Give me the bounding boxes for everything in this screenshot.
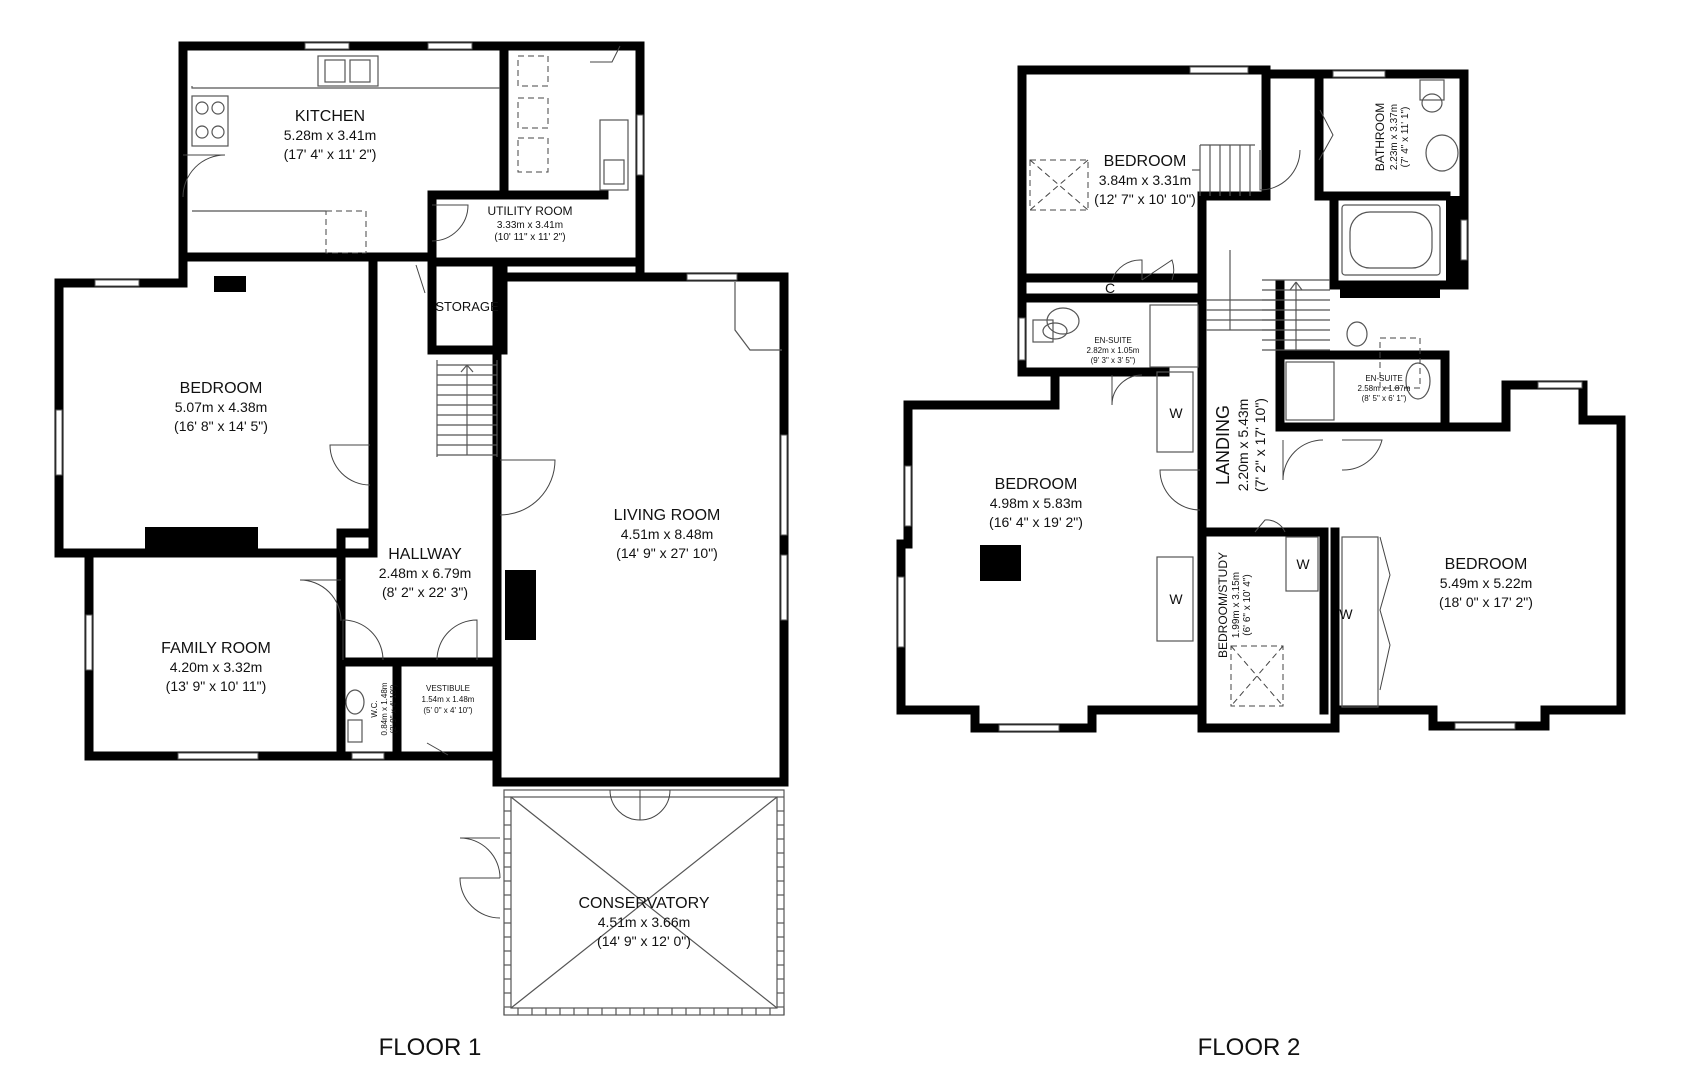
room-dimensions-imperial: (6' 6" x 10' 4")	[1242, 574, 1253, 636]
toilet-icon	[345, 689, 365, 715]
floor-1-chimneys	[145, 276, 536, 640]
room-dimensions-imperial: (12' 7" x 10' 10")	[1094, 191, 1196, 207]
room-name: VESTIBULE	[426, 684, 470, 693]
room-name: UTILITY ROOM	[487, 204, 572, 218]
room-dimensions-imperial: (13' 9" x 10' 11")	[166, 678, 267, 694]
conservatory-structure	[503, 789, 785, 1016]
room-dimensions: 4.98m x 5.83m	[990, 495, 1083, 511]
room-dimensions-imperial: (7' 2" x 17' 10")	[1252, 398, 1268, 492]
tread-line	[1295, 281, 1303, 291]
toilet-icon	[1421, 93, 1443, 113]
room-dimensions-imperial: (5' 0" x 4' 10")	[423, 706, 473, 715]
floor-label: FLOOR 2	[1198, 1034, 1301, 1061]
floor-1: KITCHEN 5.28m x 3.41m (17' 4" x 11' 2") …	[54, 41, 789, 1061]
room-name: HALLWAY	[388, 546, 462, 563]
room-name: BEDROOM	[995, 476, 1078, 493]
basin-icon	[1425, 134, 1459, 172]
room-dimensions: 3.33m x 3.41m	[497, 220, 563, 231]
floor-2-labels: BEDROOM 3.84m x 3.31m (12' 7" x 10' 10")…	[989, 103, 1533, 1061]
room-dimensions-imperial: (7' 4" x 11' 1")	[1400, 107, 1411, 168]
room-dimensions: 3.84m x 3.31m	[1099, 172, 1192, 188]
room-name: LANDING	[1213, 405, 1233, 485]
room-dimensions-imperial: (8' 2" x 22' 3")	[382, 584, 468, 600]
room-dimensions: 4.20m x 3.32m	[170, 659, 263, 675]
floor-1-fixtures	[191, 55, 782, 743]
floor-2-windows	[897, 66, 1583, 732]
shower-icon	[1149, 304, 1199, 368]
room-dimensions: 2.58m x 1.87m	[1358, 384, 1411, 393]
shower-icon	[1285, 361, 1335, 421]
room-dimensions-imperial: (16' 8" x 14' 5")	[174, 418, 268, 434]
room-dimensions-imperial: (14' 9" x 27' 10")	[616, 545, 718, 561]
room-name: BEDROOM	[180, 380, 263, 397]
room-name: FAMILY ROOM	[161, 640, 271, 657]
floor-2: BEDROOM 3.84m x 3.31m (12' 7" x 10' 10")…	[896, 65, 1626, 1061]
floor-2-chimneys	[980, 196, 1468, 581]
floor-1-stairs	[436, 360, 498, 457]
wardrobe-marker: W	[1169, 591, 1183, 607]
room-name: BEDROOM	[1104, 153, 1187, 170]
room-name: W.C.	[370, 700, 379, 717]
room-name: EN-SUITE	[1365, 374, 1402, 383]
floor-2-stairs	[1192, 144, 1330, 351]
utility-sink-icon	[599, 119, 629, 191]
room-dimensions: 5.28m x 3.41m	[284, 127, 377, 143]
wardrobe-marker: W	[1169, 405, 1183, 421]
cupboard-marker: C	[1105, 280, 1115, 296]
room-name: EN-SUITE	[1094, 336, 1131, 345]
floor-1-windows	[55, 42, 788, 760]
sink-icon	[317, 55, 379, 87]
room-dimensions: 2.48m x 6.79m	[379, 565, 472, 581]
room-dimensions: 0.84m x 1.48m	[380, 682, 389, 735]
room-name: BEDROOM/STUDY	[1216, 552, 1230, 658]
floor-2-fixtures	[1029, 79, 1459, 708]
room-name: LIVING ROOM	[614, 507, 721, 524]
room-dimensions: 5.49m x 5.22m	[1440, 575, 1533, 591]
floor-1-walls	[54, 41, 789, 787]
room-dimensions-imperial: (9' 3" x 3' 5")	[1091, 356, 1136, 365]
wardrobe-marker: W	[1296, 556, 1310, 572]
room-dimensions-imperial: (10' 11" x 11' 2")	[494, 232, 565, 243]
room-dimensions: 1.54m x 1.48m	[422, 695, 475, 704]
room-dimensions: 2.20m x 5.43m	[1235, 399, 1251, 492]
room-dimensions-imperial: (16' 4" x 19' 2")	[989, 514, 1083, 530]
room-dimensions: 4.51m x 3.66m	[598, 914, 691, 930]
room-dimensions-imperial: (17' 4" x 11' 2")	[284, 146, 377, 162]
room-dimensions-imperial: (8' 5" x 6' 1")	[1362, 394, 1407, 403]
room-dimensions: 2.82m x 1.05m	[1087, 346, 1140, 355]
floor-label: FLOOR 1	[379, 1034, 482, 1061]
tread-line	[466, 364, 474, 373]
room-name: KITCHEN	[295, 108, 365, 125]
room-dimensions: 1.99m x 3.15m	[1231, 572, 1242, 638]
floor-1-labels: KITCHEN 5.28m x 3.41m (17' 4" x 11' 2") …	[161, 108, 720, 1061]
room-name: BEDROOM	[1445, 556, 1528, 573]
room-name: CONSERVATORY	[579, 895, 710, 912]
room-dimensions-imperial: (18' 0" x 17' 2")	[1439, 594, 1533, 610]
floor-1-doors	[182, 45, 671, 919]
hob-icon	[191, 95, 229, 147]
room-dimensions: 4.51m x 8.48m	[621, 526, 714, 542]
wardrobe-marker: W	[1339, 606, 1353, 622]
room-dimensions-imperial: (2' 9" x 4' 10")	[389, 684, 398, 734]
tread-line	[1289, 281, 1297, 291]
room-dimensions-imperial: (14' 9" x 12' 0")	[597, 933, 691, 949]
room-dimensions: 2.23m x 3.37m	[1389, 104, 1400, 170]
room-name: STORAGE	[435, 299, 499, 314]
tread-line	[460, 364, 468, 373]
room-name: BATHROOM	[1373, 103, 1387, 171]
bath-icon	[1341, 204, 1441, 276]
room-dimensions: 5.07m x 4.38m	[175, 399, 268, 415]
floor-2-doors	[1111, 109, 1391, 691]
